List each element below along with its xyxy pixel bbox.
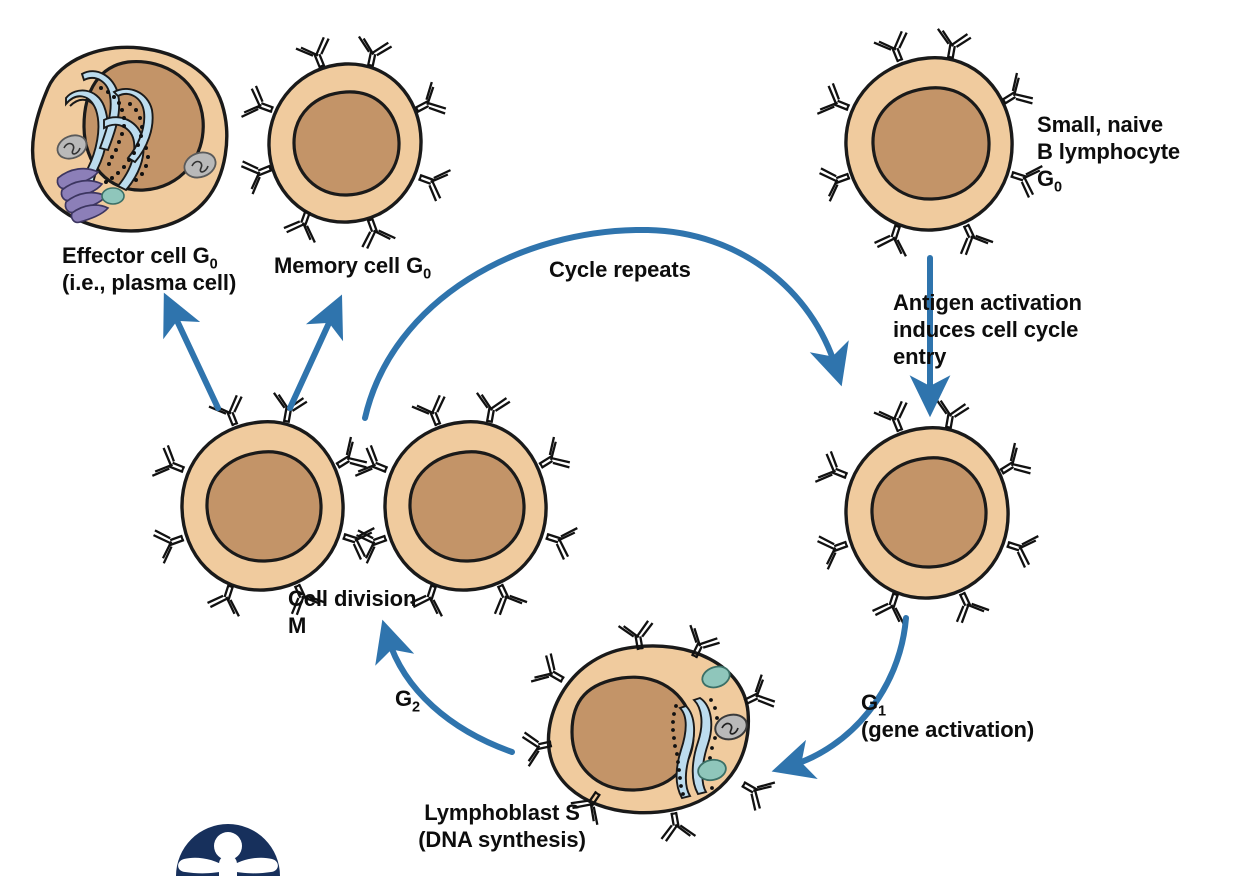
cell-dividing-cell-right [353, 391, 579, 618]
arrow-cycle-repeats [362, 226, 849, 421]
arrow-division-to-effector [163, 292, 221, 411]
arrow-division-to-memory [287, 294, 344, 411]
label-naive-b-lymphocyte: Small, naive B lymphocyte G0 [1037, 112, 1181, 196]
label-lymphoblast: Lymphoblast S (DNA synthesis) [418, 800, 586, 852]
cell-memory-cell [238, 34, 452, 252]
arrow-lymphoblast-to-division [375, 619, 515, 755]
label-g2: G2 [395, 686, 420, 716]
cell-naive-b-lymphocyte [816, 27, 1044, 258]
cell-activated-b-cell [814, 397, 1040, 626]
arrow-activated-to-lymphoblast [771, 615, 909, 779]
label-antigen-activation: Antigen activation induces cell cycle en… [893, 290, 1082, 369]
cell-dividing-cell-left [150, 391, 376, 618]
label-cell-division: Cell division M [288, 586, 417, 638]
cell-effector-plasma-cell [30, 45, 229, 233]
label-g1-gene-activation: G1 (gene activation) [861, 690, 1035, 742]
label-memory-cell: Memory cell G0 [274, 253, 432, 283]
label-cycle-repeats: Cycle repeats [549, 257, 691, 282]
person-in-circle-logo [176, 824, 280, 876]
label-effector-plasma-cell: Effector cell G0 (i.e., plasma cell) [62, 243, 237, 295]
cell-lymphoblast [520, 618, 778, 844]
